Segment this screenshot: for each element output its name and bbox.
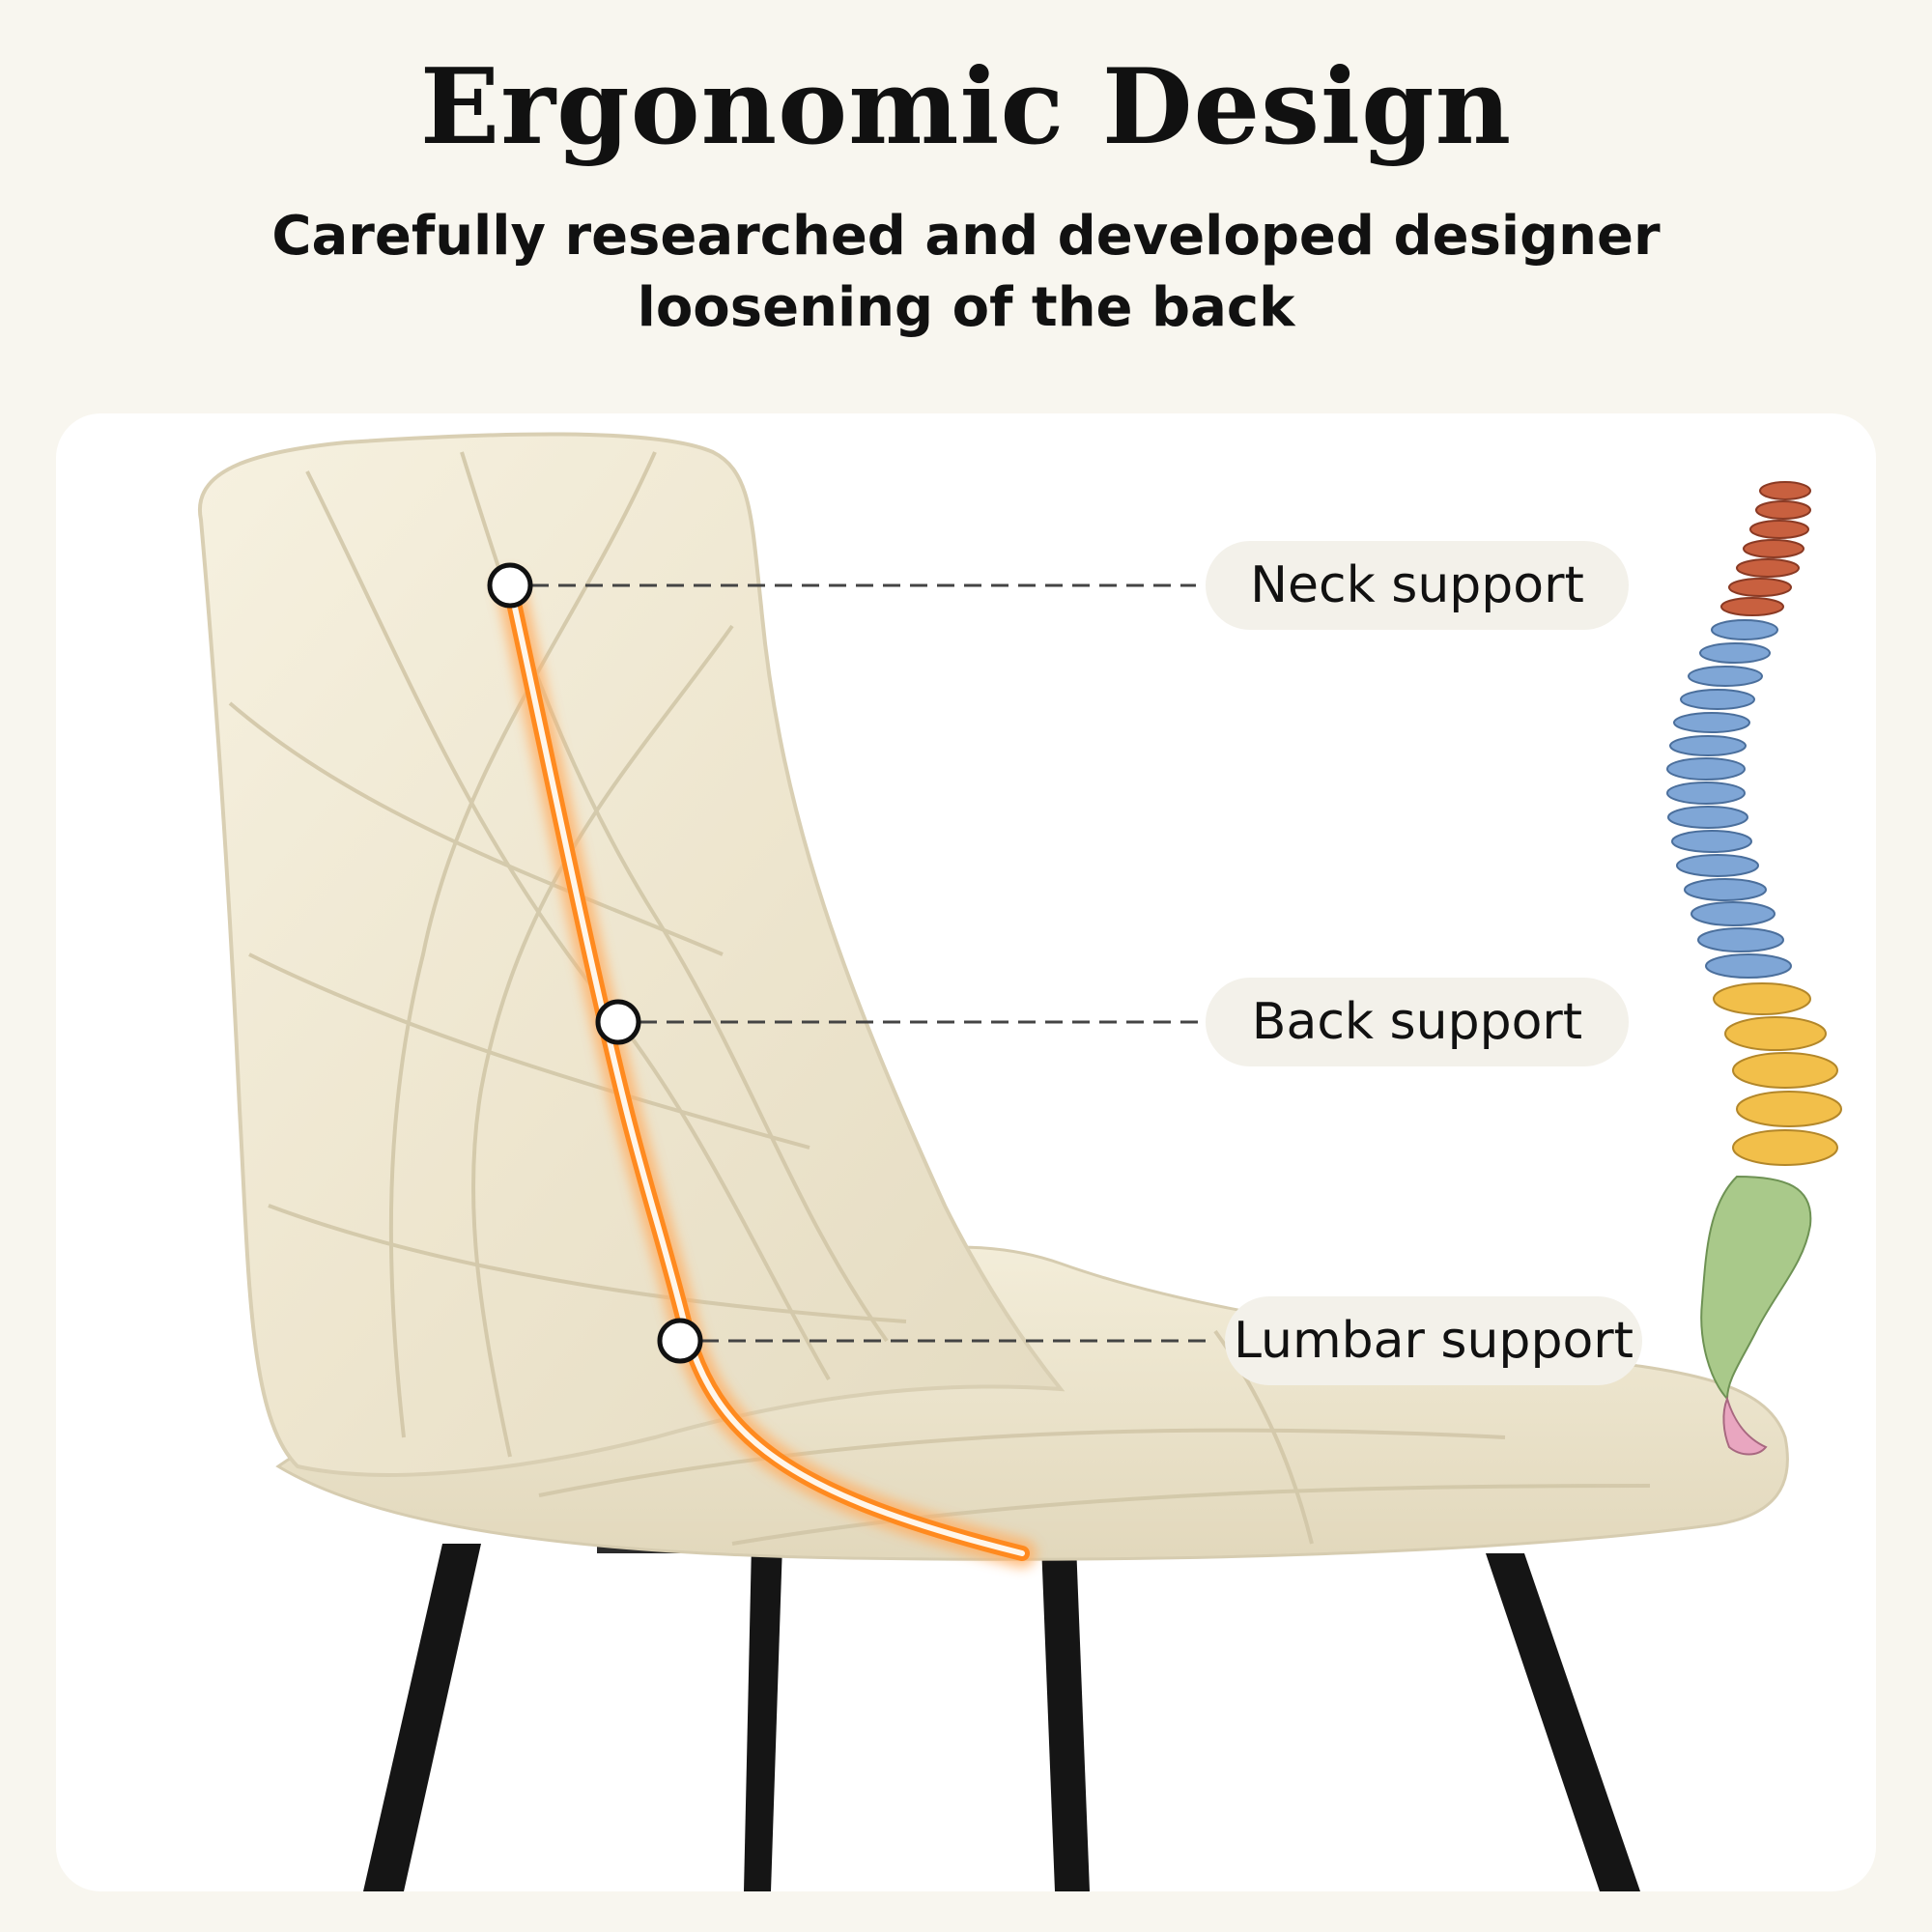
chair-illustration (197, 432, 1842, 1891)
back-support-label: Back support (1206, 978, 1629, 1066)
neck-support-label: Neck support (1206, 541, 1629, 630)
spine-illustration (1666, 481, 1842, 1456)
sacrum (1700, 1175, 1812, 1402)
chair-back (197, 432, 1065, 1477)
lumbar-vertebrae (1713, 982, 1842, 1166)
neck-dot (487, 562, 533, 609)
back-dot (595, 999, 641, 1045)
callout-lines (531, 583, 1215, 1343)
lumbar-support-label: Lumbar support (1225, 1296, 1642, 1385)
page-title: Ergonomic Design (419, 46, 1513, 168)
cervical-vertebrae (1720, 481, 1811, 616)
lumbar-dot (657, 1318, 703, 1364)
callout-dots (487, 562, 703, 1364)
coccyx (1722, 1395, 1768, 1456)
product-panel: Neck support Back support Lumbar support (56, 413, 1876, 1891)
thoracic-vertebrae (1666, 619, 1792, 979)
subtitle-line-1: Carefully researched and developed desig… (271, 205, 1661, 268)
subtitle-line-2: loosening of the back (637, 276, 1295, 339)
page-subtitle: Carefully researched and developed desig… (0, 201, 1932, 344)
support-curve (496, 571, 1037, 1568)
